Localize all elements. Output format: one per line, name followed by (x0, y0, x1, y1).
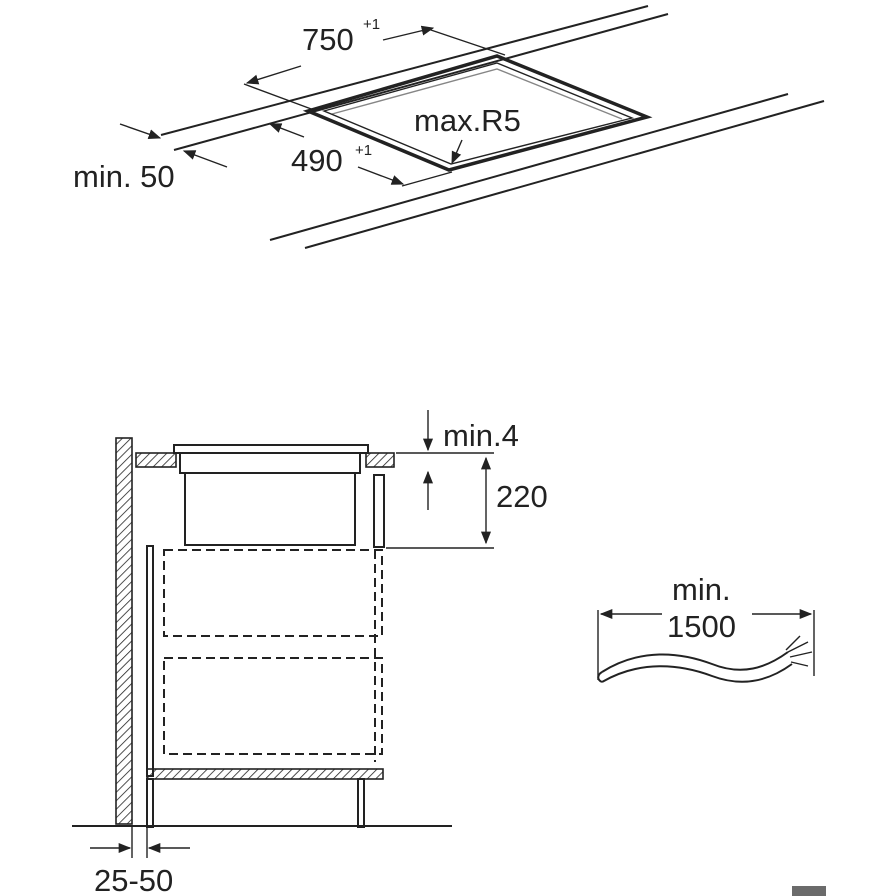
width-label: 750 (302, 22, 354, 57)
cutout-inner-shade (331, 68, 623, 120)
cable-wire-4 (785, 635, 801, 651)
cable-wire-3 (790, 661, 809, 667)
cabinet-base-shelf (146, 768, 384, 780)
depth-extension (401, 171, 453, 187)
cutout-inner (321, 62, 635, 165)
cabinet-plinth-left (146, 778, 154, 828)
depth-label: 490 (291, 143, 343, 178)
edge-distance-arrow-lower (182, 150, 228, 168)
wall (115, 437, 133, 825)
edge-distance-label: min. 50 (73, 159, 175, 194)
depth-tolerance: +1 (355, 142, 372, 159)
cable-wire-1 (787, 641, 809, 653)
radius-arrow (451, 139, 463, 165)
hob-collar (179, 452, 361, 474)
gap-label: min.4 (443, 418, 519, 453)
edge-distance-arrow-upper (119, 123, 162, 140)
cable-body-lower (601, 663, 793, 683)
hob-glass (173, 444, 369, 454)
worktop-back-edge-upper (160, 5, 649, 136)
drawer-lower (163, 657, 383, 755)
depth-arrow-upper (268, 123, 305, 138)
width-extension-left (243, 83, 315, 111)
cabinet-plinth-right (357, 778, 365, 828)
side-view: min.4 220 25-50 (72, 410, 548, 896)
cable-end-cap (597, 671, 603, 683)
width-arrow-right (382, 25, 435, 41)
width-tolerance: +1 (363, 16, 380, 33)
drawer-upper (163, 549, 383, 637)
worktop-section-left (135, 452, 177, 468)
radius-label: max.R5 (414, 103, 521, 138)
cable-body (601, 651, 789, 673)
cutout-outer (302, 54, 653, 172)
wall-gap-label: 25-50 (94, 863, 173, 896)
worktop-section-right (365, 452, 395, 468)
width-arrow-left (245, 65, 302, 85)
cable-length: min. 1500 (597, 572, 815, 683)
hob-body (184, 472, 356, 546)
width-extension-right (424, 27, 506, 56)
cable-label-line1: min. (672, 572, 731, 607)
worktop-front-edge-lower (304, 100, 825, 249)
front-rail (373, 474, 385, 548)
corner-mark (792, 886, 826, 896)
cable-label-line2: 1500 (667, 609, 736, 644)
cable-wire-2 (789, 651, 813, 658)
top-view: 750 +1 490 +1 max.R5 min. 50 (73, 5, 825, 249)
worktop-front-edge-upper (269, 93, 789, 241)
depth-arrow-lower (357, 166, 405, 185)
height-label: 220 (496, 479, 548, 514)
cabinet-back-panel (146, 545, 154, 777)
worktop-back-edge-lower (173, 13, 669, 151)
